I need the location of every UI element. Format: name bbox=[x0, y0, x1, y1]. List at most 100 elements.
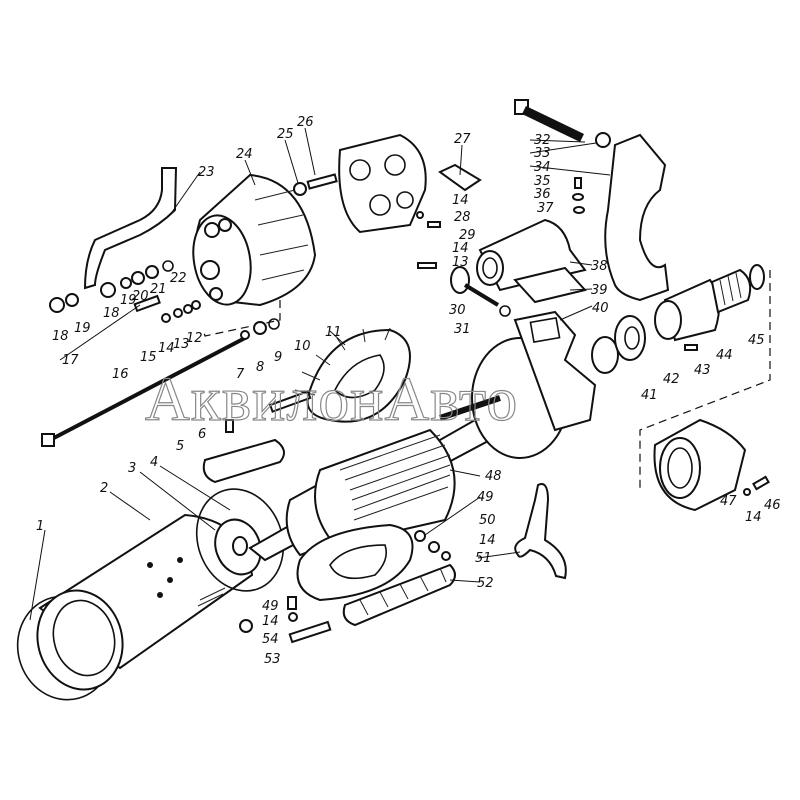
part-number-label: 45 bbox=[748, 333, 765, 348]
part-50-washer bbox=[428, 541, 440, 553]
part-number-label: 18 bbox=[52, 329, 69, 344]
part-number-label: 15 bbox=[140, 350, 157, 365]
part-number-label: 13 bbox=[452, 255, 469, 270]
part-number-label: 6 bbox=[198, 427, 206, 442]
part-number-label: 9 bbox=[274, 350, 282, 365]
part-25-washer bbox=[293, 182, 307, 196]
part-number-label: 35 bbox=[534, 174, 551, 189]
dashed-drive-group bbox=[639, 270, 771, 490]
part-number-label: 12 bbox=[186, 331, 203, 346]
brush-holder bbox=[338, 133, 427, 234]
part-53-nut bbox=[239, 619, 253, 633]
part-33-washer bbox=[595, 132, 611, 148]
part-number-label: 28 bbox=[454, 210, 471, 225]
part-14-washer-d bbox=[743, 488, 751, 496]
part-37-washer bbox=[573, 206, 585, 214]
part-number-label: 20 bbox=[132, 289, 149, 304]
part-number-label: 16 bbox=[112, 367, 129, 382]
part-43-screw bbox=[684, 344, 698, 351]
part-number-label: 48 bbox=[485, 469, 502, 484]
part-number-label: 40 bbox=[592, 301, 609, 316]
part-number-label: 3 bbox=[128, 461, 136, 476]
part-11-field-coil bbox=[268, 327, 411, 423]
part-27-brush bbox=[438, 163, 482, 192]
part-5-pole-shoe bbox=[202, 438, 285, 484]
part-14-washer-c bbox=[416, 211, 424, 219]
part-number-label: 11 bbox=[325, 325, 342, 340]
part-35-screw bbox=[574, 177, 582, 189]
part-28-screw bbox=[427, 221, 441, 228]
part-number-label: 41 bbox=[641, 388, 658, 403]
part-48-armature bbox=[248, 418, 492, 562]
part-number-label: 29 bbox=[459, 228, 476, 243]
part-number-label: 26 bbox=[297, 115, 314, 130]
part-number-label: 34 bbox=[534, 160, 551, 175]
part-number-label: 53 bbox=[264, 652, 281, 667]
part-number-label: 14 bbox=[745, 510, 762, 525]
part-47-drive-end-cover bbox=[653, 418, 747, 512]
part-number-label: 7 bbox=[236, 367, 245, 382]
terminal-hardware-18-22 bbox=[49, 260, 280, 340]
part-2-housing bbox=[36, 513, 254, 691]
part-number-label: 24 bbox=[236, 147, 253, 162]
part-14-washer-b bbox=[288, 612, 298, 622]
part-number-label: 31 bbox=[454, 322, 471, 337]
part-7-through-bolt bbox=[49, 336, 246, 442]
part-number-label: 52 bbox=[477, 576, 494, 591]
part-6-screw bbox=[225, 419, 234, 433]
part-number-label: 14 bbox=[262, 614, 279, 629]
part-14-washer bbox=[441, 551, 451, 561]
part-23-connecting-strap bbox=[83, 167, 178, 290]
part-number-label: 54 bbox=[262, 632, 279, 647]
part-40-drive-housing bbox=[439, 310, 597, 459]
part-number-label: 37 bbox=[537, 201, 554, 216]
part-number-label: 4 bbox=[150, 455, 158, 470]
part-number-label: 32 bbox=[534, 133, 551, 148]
part-45-washer bbox=[749, 264, 765, 290]
part-number-label: 10 bbox=[294, 339, 311, 354]
part-39-gasket bbox=[513, 266, 587, 304]
part-number-label: 36 bbox=[534, 187, 551, 202]
part-46-screw bbox=[752, 475, 770, 491]
part-number-label: 19 bbox=[74, 321, 91, 336]
part-number-label: 47 bbox=[720, 494, 737, 509]
part-number-label: 19 bbox=[120, 293, 137, 308]
part-34-mounting-clamp bbox=[604, 133, 670, 302]
part-number-label: 1 bbox=[36, 519, 44, 534]
part-number-label: 14 bbox=[452, 241, 469, 256]
part-32-bolt bbox=[514, 99, 584, 143]
part-number-label: 49 bbox=[262, 599, 279, 614]
part-number-label: 44 bbox=[716, 348, 733, 363]
part-number-label: 14 bbox=[158, 341, 175, 356]
part-42-flange bbox=[614, 315, 646, 361]
part-number-label: 43 bbox=[694, 363, 711, 378]
part-44-drive-pinion bbox=[654, 268, 752, 342]
part-number-label: 14 bbox=[452, 193, 469, 208]
dashed-assembly-bracket bbox=[202, 300, 281, 337]
part-number-label: 27 bbox=[454, 132, 471, 147]
part-number-label: 14 bbox=[479, 533, 496, 548]
part-number-label: 23 bbox=[198, 165, 215, 180]
part-4-gasket bbox=[195, 488, 285, 592]
part-number-label: 42 bbox=[663, 372, 680, 387]
part-number-label: 46 bbox=[764, 498, 781, 513]
part-number-label: 38 bbox=[591, 259, 608, 274]
part-24-end-cover bbox=[192, 173, 317, 307]
leader-lines bbox=[29, 127, 611, 621]
part-number-label: 51 bbox=[475, 551, 492, 566]
part-52-field-coil bbox=[288, 523, 456, 644]
watermark: АквилонАвто bbox=[145, 366, 518, 434]
part-number-label: 18 bbox=[103, 306, 120, 321]
part-number-label: 22 bbox=[170, 271, 187, 286]
part-36-washer bbox=[572, 193, 584, 201]
part-26-stud bbox=[306, 173, 338, 190]
part-number-label: 21 bbox=[150, 282, 167, 297]
part-number-label: 2 bbox=[100, 481, 108, 496]
part-number-label: 30 bbox=[449, 303, 466, 318]
part-number-label: 39 bbox=[591, 283, 608, 298]
part-30-shaft bbox=[450, 266, 500, 307]
part-49-screw-b bbox=[287, 596, 297, 610]
part-number-label: 49 bbox=[477, 490, 494, 505]
